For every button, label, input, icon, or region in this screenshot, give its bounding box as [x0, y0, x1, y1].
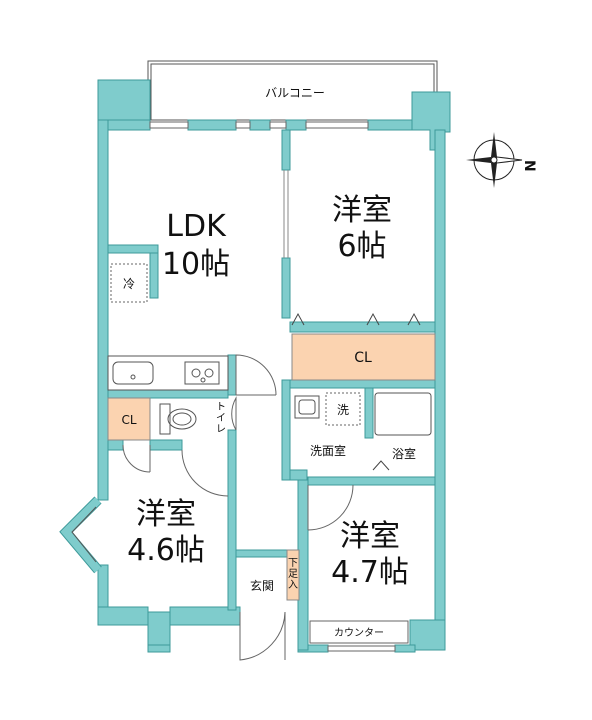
bed2-size: 4.6帖 [127, 533, 205, 568]
windows [149, 121, 396, 652]
bay-window [59, 496, 102, 574]
ldk-name: LDK [166, 209, 227, 244]
fridge-space [110, 263, 148, 303]
fridge-label: 冷 [123, 277, 135, 291]
bed1-size: 6帖 [337, 229, 386, 264]
balcony [147, 60, 438, 124]
bed1-name: 洋室 [332, 193, 392, 228]
outer-walls [97, 79, 451, 653]
washer-space [325, 392, 361, 426]
ldk-size: 10帖 [162, 247, 230, 282]
bathtub-icon [374, 392, 432, 436]
compass-icon: N [466, 132, 537, 188]
entrance-label: 玄関 [250, 578, 274, 593]
closet-main-label: CL [354, 350, 372, 366]
door-swings [122, 354, 354, 661]
shoe-box-label: 下足入 [288, 558, 298, 591]
bed2-name: 洋室 [136, 497, 196, 532]
shoe-box [286, 549, 300, 601]
balcony-label: バルコニー [265, 86, 325, 100]
sink-icon [112, 361, 154, 385]
sliding-partition [283, 170, 289, 258]
washroom-label: 洗面室 [310, 443, 346, 458]
closet-small-label: CL [121, 413, 136, 427]
kitchen-counter [107, 355, 229, 391]
washbasin-icon [294, 395, 320, 419]
closet-main [291, 333, 436, 381]
closet-small [107, 397, 151, 441]
bath-label: 浴室 [392, 446, 416, 461]
washer-label: 洗 [337, 403, 349, 417]
toilet-label: トイレ [216, 402, 226, 435]
bed3-name: 洋室 [340, 519, 400, 554]
compass-north-label: N [521, 160, 537, 172]
bed3-size: 4.7帖 [331, 555, 409, 590]
counter-label: カウンター [334, 627, 384, 639]
toilet-icon [159, 403, 197, 435]
stove-icon [184, 361, 220, 385]
counter [309, 620, 409, 644]
closet-door-marks [291, 312, 421, 326]
